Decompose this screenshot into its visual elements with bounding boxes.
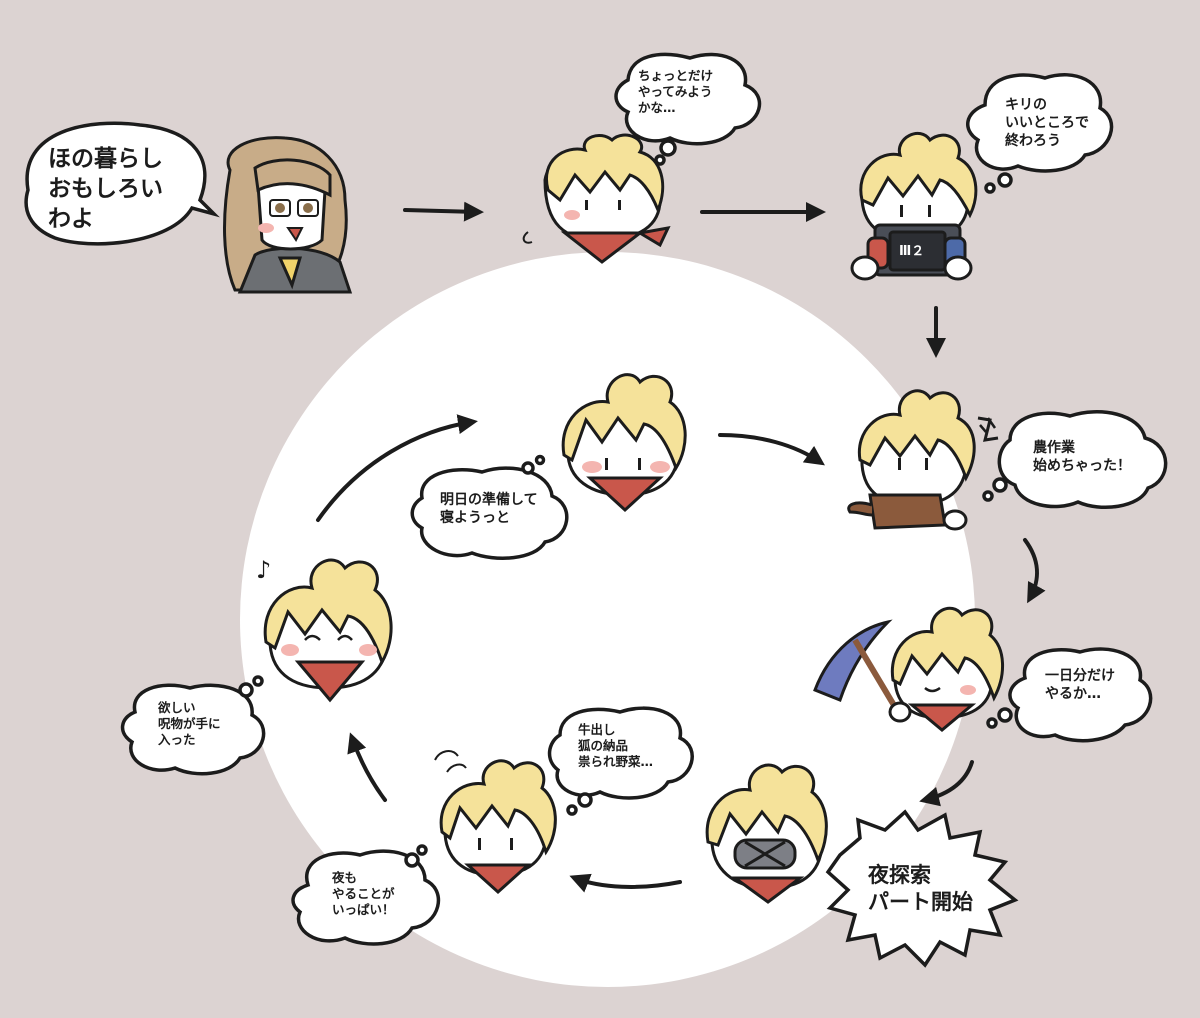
burst-night-exploration <box>825 809 1019 968</box>
tablet-icon <box>888 230 947 272</box>
character-tired <box>434 750 557 895</box>
sweat-icon <box>979 417 997 433</box>
thought-bubble-farming <box>982 410 1168 509</box>
bubble-text-fun-life: ほの暮らし おもしろい わよ <box>48 146 163 232</box>
arrow-icon <box>919 760 974 807</box>
speech-bubble-fun-life <box>24 121 220 246</box>
thought-bubble-stop <box>966 73 1114 194</box>
bubble-text-night: 夜も やることが いっぱい！ <box>332 870 395 917</box>
tablet-label: Ⅲ２ <box>899 244 925 259</box>
thought-bubble-try <box>614 52 762 166</box>
bubble-text-chores: 牛出し 狐の納品 祟られ野菜… <box>578 722 654 769</box>
bubble-text-farming: 農作業 始めちゃった！ <box>1033 440 1131 474</box>
character-happy <box>263 558 393 703</box>
character-pickaxe <box>813 606 1005 732</box>
arrow-icon <box>316 414 478 522</box>
arrow-icon <box>718 433 825 466</box>
watering-can-icon <box>868 493 947 530</box>
character-blushing <box>561 373 687 513</box>
swish-mark <box>522 231 533 244</box>
thought-bubble-tomorrow <box>410 454 569 560</box>
bubble-text-tomorrow: 明日の準備して 寝ようっと <box>440 492 538 526</box>
arrow-icon <box>403 201 484 222</box>
character-masked <box>705 763 828 904</box>
thought-bubble-curse <box>120 675 266 776</box>
music-note-icon: ♪ <box>256 556 272 584</box>
arrow-icon <box>1023 538 1046 604</box>
bubble-text-try: ちょっとだけ やってみよう かな… <box>638 68 714 115</box>
pickaxe-icon <box>813 619 893 702</box>
character-lady <box>223 136 353 294</box>
bubble-text-stop: キリの いいところで 終わろう <box>1005 97 1089 149</box>
bubble-text-one-day: 一日分だけ やるか… <box>1045 668 1115 702</box>
thought-bubble-night <box>291 844 441 946</box>
character-farming <box>847 389 999 531</box>
burst-text-night: 夜探索 パート開始 <box>868 863 973 915</box>
bubble-text-curse: 欲しい 呪物が手に 入った <box>158 700 221 747</box>
character-blonde-thinking <box>543 133 671 264</box>
thought-bubble-one-day <box>986 647 1153 743</box>
arrow-icon <box>569 873 682 893</box>
character-blonde-tablet <box>850 132 978 281</box>
arrow-icon <box>347 732 387 802</box>
thought-bubble-chores <box>547 706 694 816</box>
flow-arrows <box>316 201 1046 893</box>
